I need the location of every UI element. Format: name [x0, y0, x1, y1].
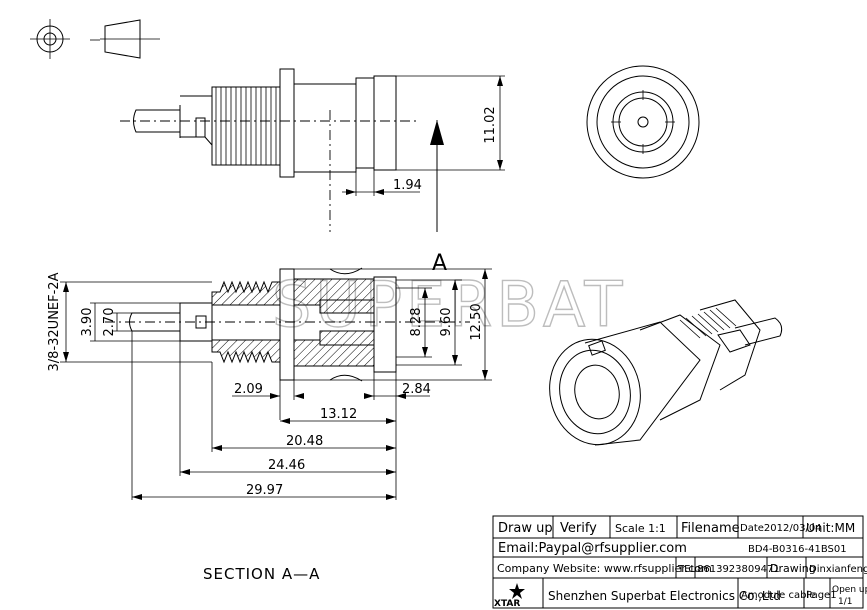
dim-depth-top: 1.94: [393, 178, 422, 193]
side-view: [120, 68, 505, 232]
tb-tel-label: TEL: [677, 564, 696, 575]
section-label: SECTION A—A: [203, 565, 320, 583]
tb-company: Shenzhen Superbat Electronics Co.,Ltd: [548, 589, 781, 603]
dim-insulator: 3.90: [80, 308, 95, 337]
front-view: [586, 65, 700, 179]
tb-part-no: BD4-B0316-41BS01: [748, 544, 847, 555]
dim-len-to-tail: 24.46: [268, 458, 305, 473]
tb-draw-up: Draw up: [498, 521, 553, 536]
thread-lines: [215, 87, 277, 165]
dim-overall-len: 29.97: [246, 483, 283, 498]
logo-icon: [509, 583, 525, 599]
dim-flange: 12.50: [469, 303, 484, 340]
section-marker: A: [432, 251, 447, 276]
dim-flange-thk: 2.09: [234, 382, 263, 397]
tb-email: Email:Paypal@rfsupplier.com: [498, 541, 687, 556]
tb-scale: Scale 1:1: [615, 522, 666, 535]
tb-tel: 8613923809471: [697, 564, 780, 575]
tb-drawer: Dinxianfeng: [809, 564, 867, 575]
dim-front-len: 2.84: [402, 382, 431, 397]
dim-height-top: 11.02: [483, 106, 498, 143]
dim-body: 9.60: [439, 308, 454, 337]
iso-view: [549, 299, 783, 446]
dim-pin: 2.70: [102, 308, 117, 337]
projection-symbol: [30, 19, 160, 59]
dim-thread: 3/8-32UNEF-2A: [47, 272, 62, 371]
tb-filename-label: Filename: [681, 521, 740, 536]
dim-thread-len: 20.48: [286, 434, 323, 449]
section-view: [60, 267, 492, 500]
tb-date: Date2012/03/04: [740, 523, 822, 534]
title-block: [492, 515, 864, 609]
tb-page: Page1: [806, 590, 837, 601]
tb-website: Company Website: www.rfsupplier.com: [497, 562, 712, 575]
tb-open-up-count: 1/1: [838, 597, 852, 607]
tb-verify: Verify: [560, 521, 597, 536]
tb-drawing-label: Drawing: [770, 562, 816, 575]
dim-inner: 8.28: [409, 308, 424, 337]
dim-body-len: 13.12: [320, 407, 357, 422]
tb-category: Amodule cable: [741, 590, 815, 601]
tb-unit: Unit:MM: [806, 521, 855, 535]
tb-logo-text: XTAR: [494, 599, 520, 609]
tb-open-up: Open up: [832, 585, 867, 595]
